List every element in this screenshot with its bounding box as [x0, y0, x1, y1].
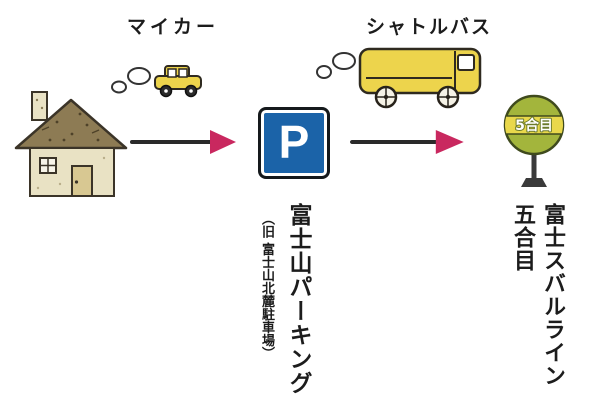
parking-sign: P — [258, 107, 330, 179]
destination-station-caption: 五合目 — [510, 203, 535, 272]
bus-icon — [358, 47, 482, 109]
parking-former-name-caption: （旧 富士山北麓駐車場） — [259, 212, 274, 360]
house-icon — [14, 91, 128, 197]
bus-wheel — [374, 85, 398, 109]
label-shuttle-bus: シャトルバス — [366, 16, 493, 38]
bus-stop-sign: 5合目 — [503, 94, 565, 187]
parking-name-caption: 富士山パーキング — [285, 203, 311, 395]
bus-stop-sign-label: 5合目 — [515, 117, 553, 134]
bus-stop-base — [521, 178, 547, 187]
destination-name-caption: 富士スバルライン — [540, 203, 565, 387]
bus-smoke-icon — [316, 52, 356, 79]
car-smoke-icon — [111, 67, 151, 94]
bus-stop-pole — [531, 152, 537, 180]
arrow-house-to-parking-icon — [130, 130, 236, 154]
arrow-parking-to-station-icon — [350, 130, 464, 154]
car-icon — [154, 65, 202, 98]
label-my-car: マイカー — [127, 16, 220, 38]
bus-wheel — [436, 85, 460, 109]
parking-sign-letter: P — [278, 116, 310, 168]
parking-sign-face: P — [261, 110, 327, 176]
